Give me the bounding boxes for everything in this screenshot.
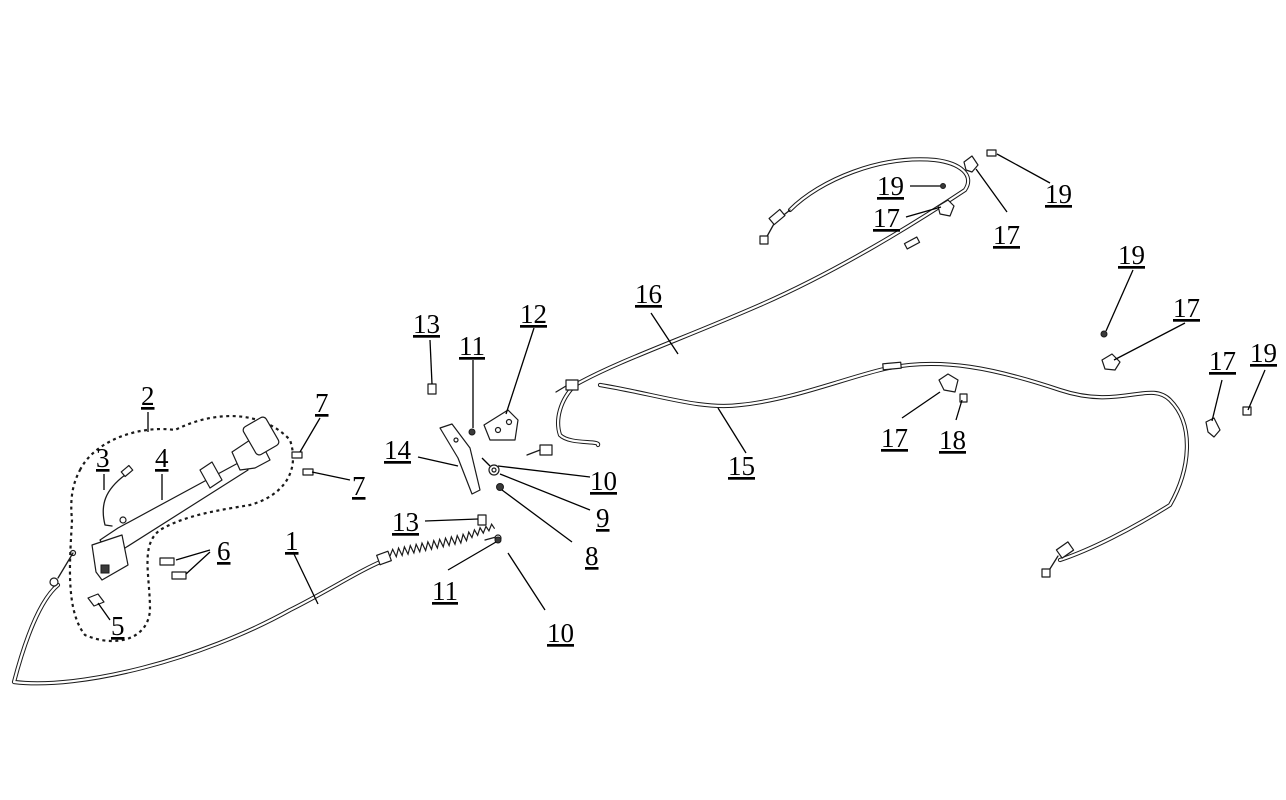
equalizer-bracket-14 bbox=[439, 423, 481, 495]
callout-13-lower: 13 bbox=[392, 507, 419, 537]
callout-7-lower: 7 bbox=[352, 471, 366, 501]
callout-19-right-upper: 19 bbox=[1118, 240, 1145, 270]
callout-5: 5 bbox=[111, 611, 125, 641]
callout-19-top-left: 19 bbox=[877, 171, 904, 201]
cable-spring bbox=[389, 522, 496, 559]
callout-12: 12 bbox=[520, 299, 547, 329]
callout-3: 3 bbox=[96, 443, 110, 473]
nut-11-lower bbox=[494, 536, 502, 544]
lever-body-4 bbox=[91, 416, 280, 581]
callout-10-lower: 10 bbox=[547, 618, 574, 648]
callout-13-upper: 13 bbox=[413, 309, 440, 339]
callout-11-upper: 11 bbox=[459, 331, 485, 361]
clip-17-upper-right bbox=[963, 155, 979, 173]
callout-labels: 2 3 4 5 6 7 7 1 13 11 12 14 10 9 8 13 11… bbox=[96, 171, 1277, 648]
callout-6: 6 bbox=[217, 536, 231, 566]
callout-19-top-right: 19 bbox=[1045, 179, 1072, 209]
washer-10-upper bbox=[481, 457, 491, 467]
bolts-7 bbox=[291, 451, 314, 476]
callout-17-middle: 17 bbox=[881, 423, 908, 453]
callout-1: 1 bbox=[285, 526, 299, 556]
nut-11-upper bbox=[468, 428, 476, 436]
lever-assembly-group bbox=[68, 415, 295, 643]
callout-19-right-lower: 19 bbox=[1250, 338, 1277, 368]
callout-16: 16 bbox=[635, 279, 662, 309]
rear-cable-16 bbox=[526, 157, 971, 456]
clip-17-upper-left bbox=[937, 199, 955, 217]
switch-wire-3 bbox=[102, 464, 134, 527]
clip-5 bbox=[87, 593, 105, 607]
callout-7-upper: 7 bbox=[315, 388, 329, 418]
callout-2: 2 bbox=[141, 381, 155, 411]
callout-10-upper: 10 bbox=[590, 466, 617, 496]
washer-9 bbox=[488, 464, 500, 476]
callout-17-top-left: 17 bbox=[873, 203, 900, 233]
callout-17-right-lower: 17 bbox=[1209, 346, 1236, 376]
bolt-18 bbox=[959, 393, 968, 403]
callout-14: 14 bbox=[384, 435, 412, 465]
bolt-19-right-lower bbox=[1242, 406, 1252, 416]
clip-17-right-upper bbox=[1101, 353, 1121, 371]
front-cable-1 bbox=[11, 522, 502, 686]
callout-18: 18 bbox=[939, 425, 966, 455]
clip-17-right-lower bbox=[1205, 417, 1221, 438]
callout-8: 8 bbox=[585, 541, 599, 571]
bracket-12 bbox=[483, 409, 519, 441]
bolt-13-lower bbox=[477, 514, 487, 526]
callout-4: 4 bbox=[155, 443, 169, 473]
callout-17-right-upper: 17 bbox=[1173, 293, 1200, 323]
bolt-13-upper bbox=[427, 383, 437, 395]
callout-15: 15 bbox=[728, 451, 755, 481]
nut-8 bbox=[496, 483, 504, 491]
bolt-19-upper-left bbox=[940, 183, 946, 189]
bolt-19-right-upper bbox=[1100, 330, 1108, 338]
leader-lines bbox=[97, 153, 1266, 621]
bolt-19-upper-right bbox=[986, 149, 997, 157]
rear-cable-15 bbox=[597, 361, 1190, 578]
bolts-6 bbox=[159, 557, 187, 580]
clip-17-middle bbox=[938, 373, 959, 393]
callout-17-top-right: 17 bbox=[993, 220, 1020, 250]
callout-9: 9 bbox=[596, 503, 610, 533]
assembly-boundary bbox=[68, 415, 295, 643]
callout-11-lower: 11 bbox=[432, 576, 458, 606]
